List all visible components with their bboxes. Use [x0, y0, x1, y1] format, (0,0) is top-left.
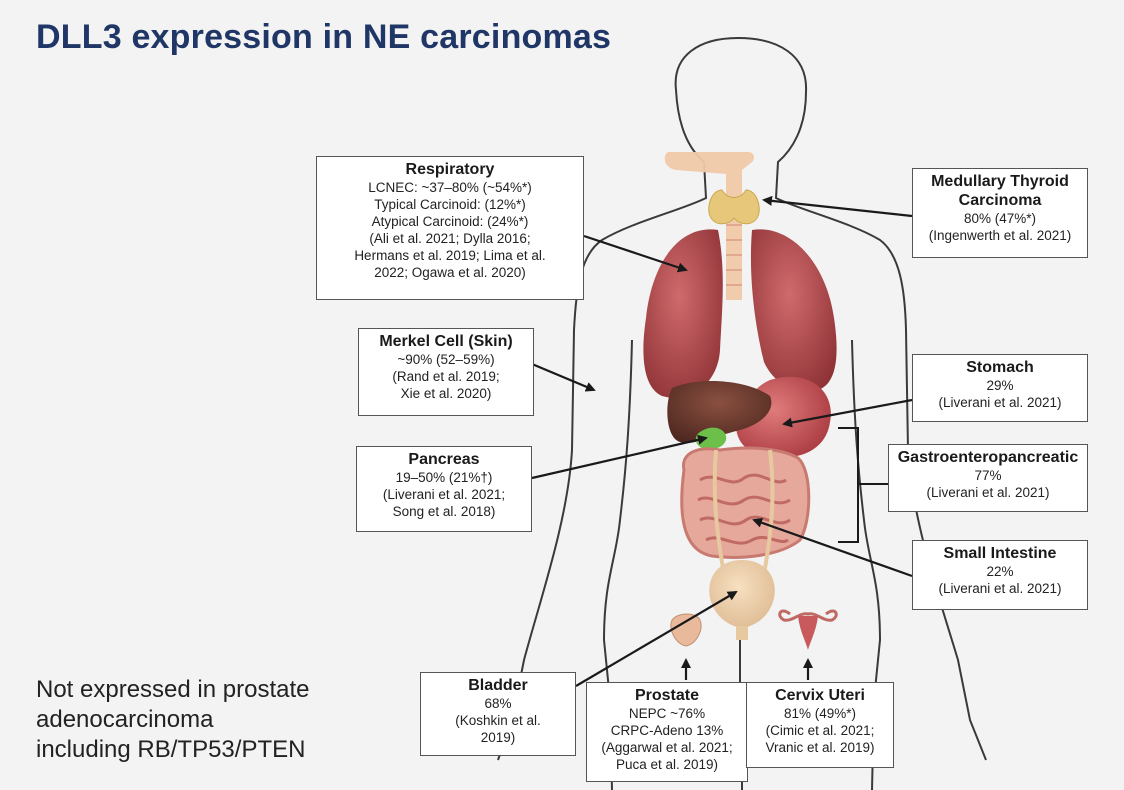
- prostate-box: Prostate NEPC ~76% CRPC-Adeno 13% (Aggar…: [586, 682, 748, 782]
- arrows: [531, 195, 913, 687]
- arrow-small-intestine: [752, 517, 913, 578]
- arrow-thyroid: [762, 195, 913, 218]
- large-intestine: [680, 446, 811, 559]
- prostate-icon: [670, 613, 702, 647]
- gep-line: (Liverani et al. 2021): [926, 485, 1050, 500]
- respiratory-line: LCNEC: ~37–80% (~54%*): [368, 180, 532, 195]
- right-lung: [643, 229, 723, 398]
- pancreas-line: 19–50% (21%†): [395, 470, 493, 485]
- prostate-line: NEPC ~76%: [628, 706, 706, 721]
- merkel-line: ~90% (52–59%): [397, 352, 495, 367]
- bladder-title: Bladder: [468, 677, 528, 694]
- small-intestine-box: Small Intestine 22% (Liverani et al. 202…: [912, 540, 1088, 610]
- bladder-box: Bladder 68% (Koshkin et al. 2019): [420, 672, 576, 756]
- stomach-line: 29%: [986, 378, 1014, 393]
- bladder-line: (Koshkin et al.: [455, 713, 541, 728]
- pancreas-box: Pancreas 19–50% (21%†) (Liverani et al. …: [356, 446, 532, 532]
- stomach-line: (Liverani et al. 2021): [938, 395, 1062, 410]
- gep-title: Gastroenteropancreatic: [897, 449, 1079, 466]
- thyroid-line: (Ingenwerth et al. 2021): [928, 228, 1072, 243]
- cervix-title: Cervix Uteri: [775, 687, 865, 704]
- thyroid-line: 80% (47%*): [963, 211, 1037, 226]
- thyroid-title: Carcinoma: [958, 192, 1042, 209]
- arrow-respiratory: [583, 234, 688, 273]
- ureters: [712, 449, 775, 575]
- respiratory-box: Respiratory LCNEC: ~37–80% (~54%*) Typic…: [316, 156, 584, 300]
- bladder: [709, 560, 775, 628]
- prostate-line: CRPC-Adeno 13%: [610, 723, 724, 738]
- merkel-line: (Rand et al. 2019;: [392, 369, 500, 384]
- small-intestine-line: (Liverani et al. 2021): [938, 581, 1062, 596]
- small-intestine: [697, 473, 791, 545]
- page-title: DLL3 expression in NE carcinomas: [36, 18, 612, 56]
- note-line: including RB/TP53/PTEN: [36, 736, 306, 763]
- respiratory-title: Respiratory: [405, 161, 495, 178]
- arrow-merkel: [531, 362, 596, 392]
- merkel-line: Xie et al. 2020): [400, 386, 492, 401]
- prostate-note: Not expressed in prostate adenocarcinoma…: [36, 675, 309, 765]
- merkel-box: Merkel Cell (Skin) ~90% (52–59%) (Rand e…: [358, 328, 534, 416]
- stomach-title: Stomach: [966, 359, 1034, 376]
- thyroid: [708, 189, 760, 225]
- respiratory-line: 2022; Ogawa et al. 2020): [374, 265, 526, 280]
- cervix-line: 81% (49%*): [783, 706, 857, 721]
- left-lung: [750, 229, 837, 392]
- gep-bracket: [838, 427, 890, 543]
- respiratory-line: Atypical Carcinoid: (24%*): [371, 214, 529, 229]
- arrow-pancreas: [531, 434, 708, 480]
- gep-line: 77%: [974, 468, 1002, 483]
- liver: [667, 381, 772, 443]
- trachea: [664, 152, 755, 300]
- stomach-box: Stomach 29% (Liverani et al. 2021): [912, 354, 1088, 422]
- small-intestine-line: 22%: [986, 564, 1014, 579]
- arrow-bladder: [575, 590, 738, 687]
- respiratory-line: Hermans et al. 2019; Lima et al.: [354, 248, 546, 263]
- pancreas-line: (Liverani et al. 2021;: [382, 487, 506, 502]
- gep-box: Gastroenteropancreatic 77% (Liverani et …: [888, 444, 1088, 512]
- bladder-line: 68%: [484, 696, 512, 711]
- uterus-icon: [778, 609, 838, 650]
- small-intestine-title: Small Intestine: [943, 545, 1057, 562]
- prostate-line: (Aggarwal et al. 2021;: [601, 740, 733, 755]
- pancreas-line: Song et al. 2018): [392, 504, 496, 519]
- merkel-title: Merkel Cell (Skin): [379, 333, 513, 350]
- cervix-line: Vranic et al. 2019): [765, 740, 875, 755]
- cervix-line: (Cimic et al. 2021;: [765, 723, 875, 738]
- bladder-line: 2019): [480, 730, 516, 745]
- arrow-stomach: [782, 398, 913, 428]
- urethra: [736, 626, 748, 640]
- respiratory-line: (Ali et al. 2021; Dylla 2016;: [369, 231, 531, 246]
- thyroid-box: Medullary Thyroid Carcinoma 80% (47%*) (…: [912, 168, 1088, 258]
- respiratory-line: Typical Carcinoid: (12%*): [374, 197, 526, 212]
- thyroid-title: Medullary Thyroid: [931, 173, 1069, 190]
- cervix-box: Cervix Uteri 81% (49%*) (Cimic et al. 20…: [746, 682, 894, 768]
- prostate-line: Puca et al. 2019): [615, 757, 719, 772]
- pancreas-title: Pancreas: [408, 451, 480, 468]
- note-line: adenocarcinoma: [36, 706, 214, 733]
- prostate-title: Prostate: [634, 687, 700, 704]
- note-line: Not expressed in prostate: [36, 676, 310, 703]
